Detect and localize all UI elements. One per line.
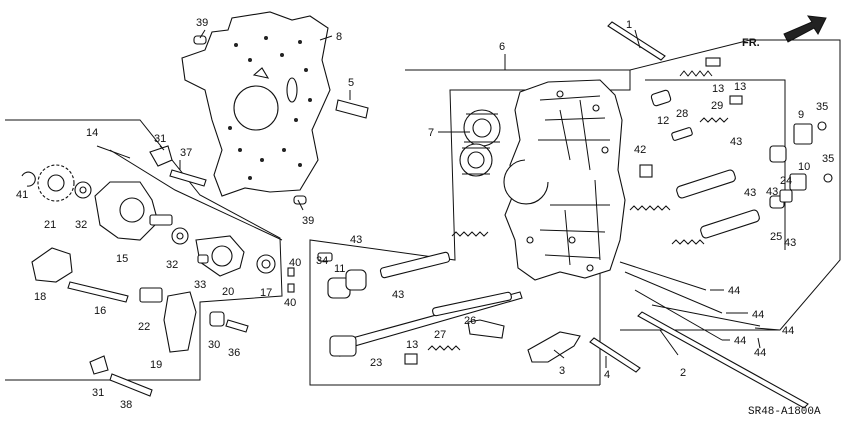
- right-valve-parts: [629, 57, 833, 245]
- callout-18: 18: [34, 291, 46, 303]
- separator-plate: [181, 11, 331, 197]
- diagram-code: SR48-A1800A: [748, 406, 821, 418]
- callout-40b: 40: [284, 297, 296, 309]
- callout-35b: 35: [822, 153, 834, 165]
- rod-1: [607, 21, 666, 61]
- callout-44e: 44: [754, 347, 766, 359]
- callout-31a: 31: [154, 133, 166, 145]
- callout-12: 12: [657, 115, 669, 127]
- callout-1: 1: [626, 19, 632, 31]
- callout-39b: 39: [302, 215, 314, 227]
- callout-38: 38: [120, 399, 132, 411]
- callout-6: 6: [499, 41, 505, 53]
- callout-41: 41: [16, 189, 28, 201]
- callout-13c: 13: [406, 339, 418, 351]
- callout-27: 27: [434, 329, 446, 341]
- front-arrow-icon: [783, 15, 827, 43]
- callout-30: 30: [208, 339, 220, 351]
- callout-34: 34: [316, 255, 328, 267]
- callout-2: 2: [680, 367, 686, 379]
- callout-43f: 43: [784, 237, 796, 249]
- callout-11: 11: [334, 263, 345, 275]
- callout-43c: 43: [730, 136, 742, 148]
- callout-13b: 13: [734, 81, 746, 93]
- lower-middle-parts: [317, 231, 523, 365]
- callout-42: 42: [634, 144, 646, 156]
- callout-26: 26: [464, 315, 476, 327]
- callout-35a: 35: [816, 101, 828, 113]
- left-subassembly: [21, 145, 295, 397]
- callout-16: 16: [94, 305, 106, 317]
- callout-24: 24: [780, 175, 792, 187]
- pump-gears: [459, 109, 501, 177]
- front-direction-label: FR.: [742, 37, 760, 49]
- rod-2: [637, 311, 809, 409]
- callout-36: 36: [228, 347, 240, 359]
- callout-22: 22: [138, 321, 150, 333]
- callout-28: 28: [676, 108, 688, 120]
- lever-3: [527, 331, 581, 363]
- callout-43b: 43: [392, 289, 404, 301]
- callout-44d: 44: [734, 335, 746, 347]
- callout-8: 8: [336, 31, 342, 43]
- callout-43a: 43: [350, 234, 362, 246]
- pin-5: [335, 99, 369, 119]
- callout-5: 5: [348, 77, 354, 89]
- rod-4: [589, 337, 641, 373]
- main-valve-body: [503, 79, 626, 281]
- callout-44b: 44: [752, 309, 764, 321]
- callout-17: 17: [260, 287, 272, 299]
- callout-43d: 43: [766, 186, 778, 198]
- callout-13a: 13: [712, 83, 724, 95]
- dowel-pin-top: [193, 35, 207, 45]
- callout-4: 4: [604, 369, 610, 381]
- callout-labels: 1 2 3 4 5 6 7 8 9 10 11 12 13 13 13 14 1…: [16, 17, 834, 411]
- callout-40a: 40: [289, 257, 301, 269]
- callout-44c: 44: [782, 325, 794, 337]
- dowel-pin-bottom: [293, 195, 307, 205]
- callout-23: 23: [370, 357, 382, 369]
- callout-21: 21: [44, 219, 56, 231]
- callout-44a: 44: [728, 285, 740, 297]
- callout-25: 25: [770, 231, 782, 243]
- callout-39a: 39: [196, 17, 208, 29]
- leader-lines: [96, 29, 781, 368]
- callout-29: 29: [711, 100, 723, 112]
- callout-32a: 32: [75, 219, 87, 231]
- callout-7: 7: [428, 127, 434, 139]
- callout-37: 37: [180, 147, 192, 159]
- callout-3: 3: [559, 365, 565, 377]
- callout-20: 20: [222, 286, 234, 298]
- callout-9: 9: [798, 109, 804, 121]
- callout-31b: 31: [92, 387, 104, 399]
- callout-32b: 32: [166, 259, 178, 271]
- callout-33: 33: [194, 279, 206, 291]
- callout-14: 14: [86, 127, 98, 139]
- front-direction-indicator: FR.: [742, 15, 827, 49]
- callout-43e: 43: [744, 187, 756, 199]
- callout-10: 10: [798, 161, 810, 173]
- callout-15: 15: [116, 253, 128, 265]
- callout-19: 19: [150, 359, 162, 371]
